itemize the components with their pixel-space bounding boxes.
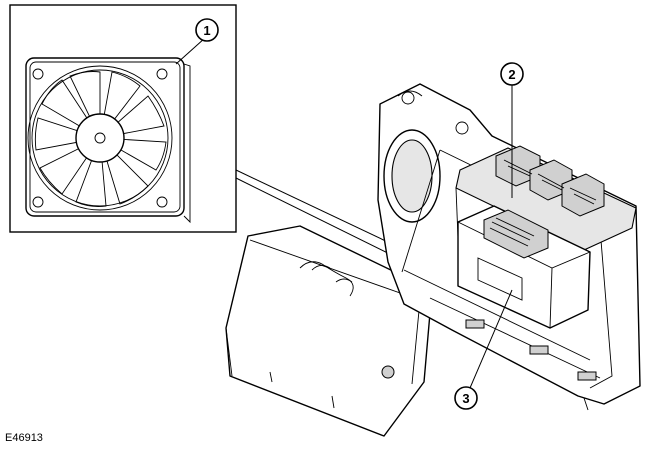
mounting-hole	[32, 196, 44, 208]
figure-reference-code: E46913	[5, 432, 43, 444]
callout-3-leader	[469, 289, 513, 389]
svg-text:3: 3	[462, 391, 469, 406]
upper-control-module	[455, 145, 637, 301]
callout-3: 3	[454, 386, 478, 410]
callout-2: 2	[500, 62, 524, 86]
fan-hub	[75, 113, 125, 163]
mounting-hole	[156, 68, 168, 80]
module-cover	[225, 225, 433, 437]
mounting-hole	[32, 68, 44, 80]
svg-text:1: 1	[203, 23, 210, 38]
lower-control-module	[457, 205, 591, 329]
callout-1-leader	[175, 37, 206, 65]
fan-inset	[9, 4, 237, 233]
svg-text:2: 2	[508, 67, 515, 82]
fan-blades	[34, 71, 167, 207]
mounting-hole	[156, 196, 168, 208]
callout-1: 1	[195, 18, 219, 42]
